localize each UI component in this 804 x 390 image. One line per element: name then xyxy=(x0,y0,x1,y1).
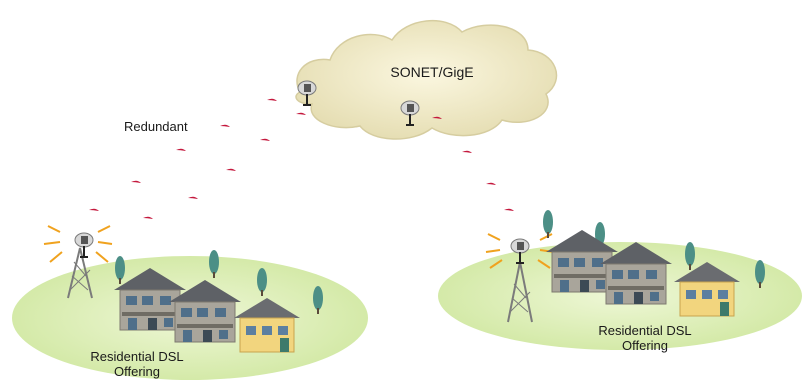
wireless-arc-icon xyxy=(188,197,198,199)
wireless-arc-icon xyxy=(143,217,153,219)
left-site-caption: Residential DSL Offering xyxy=(62,350,212,380)
wireless-arc-icon xyxy=(462,151,472,153)
redundant-link-label: Redundant xyxy=(124,120,224,135)
wireless-arc-icon xyxy=(89,209,99,211)
right-caption-line1: Residential DSL xyxy=(570,324,720,339)
wireless-arc-icon xyxy=(176,149,186,151)
wireless-arc-icon xyxy=(486,183,496,185)
right-site-caption: Residential DSL Offering xyxy=(570,324,720,354)
left-caption-line2: Offering xyxy=(62,365,212,380)
redundant-wireless-link xyxy=(89,99,306,219)
wireless-arc-icon xyxy=(267,99,277,101)
wireless-arc-icon xyxy=(296,113,306,115)
right-caption-line2: Offering xyxy=(570,339,720,354)
wireless-arc-icon xyxy=(504,209,514,211)
wireless-arc-icon xyxy=(226,169,236,171)
cloud-label: SONET/GigE xyxy=(372,64,492,80)
wireless-arc-icon xyxy=(131,181,141,183)
wireless-arc-icon xyxy=(260,139,270,141)
left-caption-line1: Residential DSL xyxy=(62,350,212,365)
